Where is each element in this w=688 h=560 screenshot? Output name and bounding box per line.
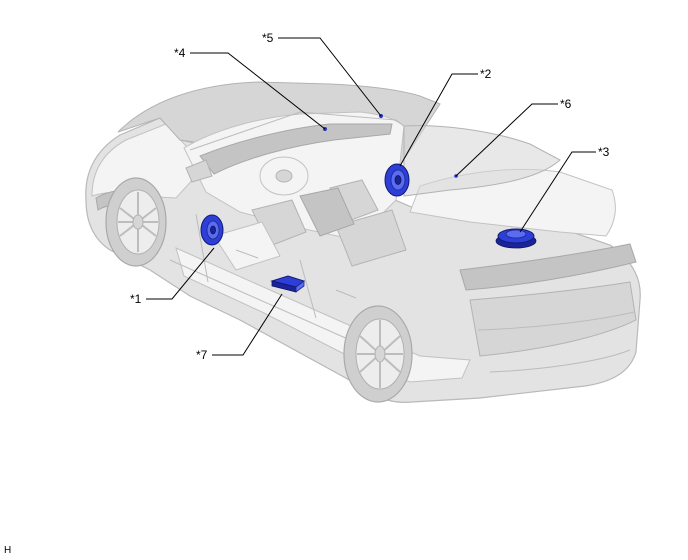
- callout-label-6: *6: [560, 97, 572, 111]
- tail-light: [459, 243, 637, 291]
- amplifier-unit: [270, 275, 306, 293]
- callout-label-2: *2: [480, 67, 492, 81]
- side-mirror: [185, 159, 213, 183]
- callout-label-7: *7: [196, 348, 208, 362]
- leader-line-2: [399, 73, 478, 167]
- door-line-rear: [299, 259, 317, 319]
- door-line-front: [195, 213, 209, 283]
- leader-line-4: [190, 52, 326, 130]
- leader-line-3: [519, 151, 596, 233]
- windshield-frame: [189, 111, 405, 151]
- callout-label-3: *3: [598, 145, 610, 159]
- package-tray-speaker: [495, 228, 537, 249]
- callout-label-1: *1: [130, 292, 142, 306]
- rear-diffuser-line: [477, 311, 635, 331]
- front-door-speaker: [200, 214, 224, 246]
- door-handle-front: [235, 249, 259, 259]
- callout-label-4: *4: [174, 46, 186, 60]
- leader-lines: [146, 37, 596, 356]
- figure-code: H: [4, 545, 12, 556]
- leader-line-7: [212, 293, 283, 356]
- center-console: [299, 187, 355, 237]
- callout-label-5: *5: [262, 31, 274, 45]
- leader-line-6: [455, 103, 558, 177]
- dashboard: [199, 123, 393, 175]
- rear-lower-line: [489, 349, 631, 373]
- front-wheel: [105, 177, 167, 267]
- steering-hub: [275, 169, 293, 183]
- leader-line-1: [146, 247, 215, 300]
- rear-wheel: [343, 305, 413, 403]
- door-handle-rear: [335, 289, 357, 299]
- rear-window: [403, 125, 561, 197]
- rear-bumper: [469, 281, 637, 357]
- rear-door-speaker: [384, 163, 410, 197]
- floor-area: [213, 221, 281, 271]
- leader-line-5: [278, 37, 382, 117]
